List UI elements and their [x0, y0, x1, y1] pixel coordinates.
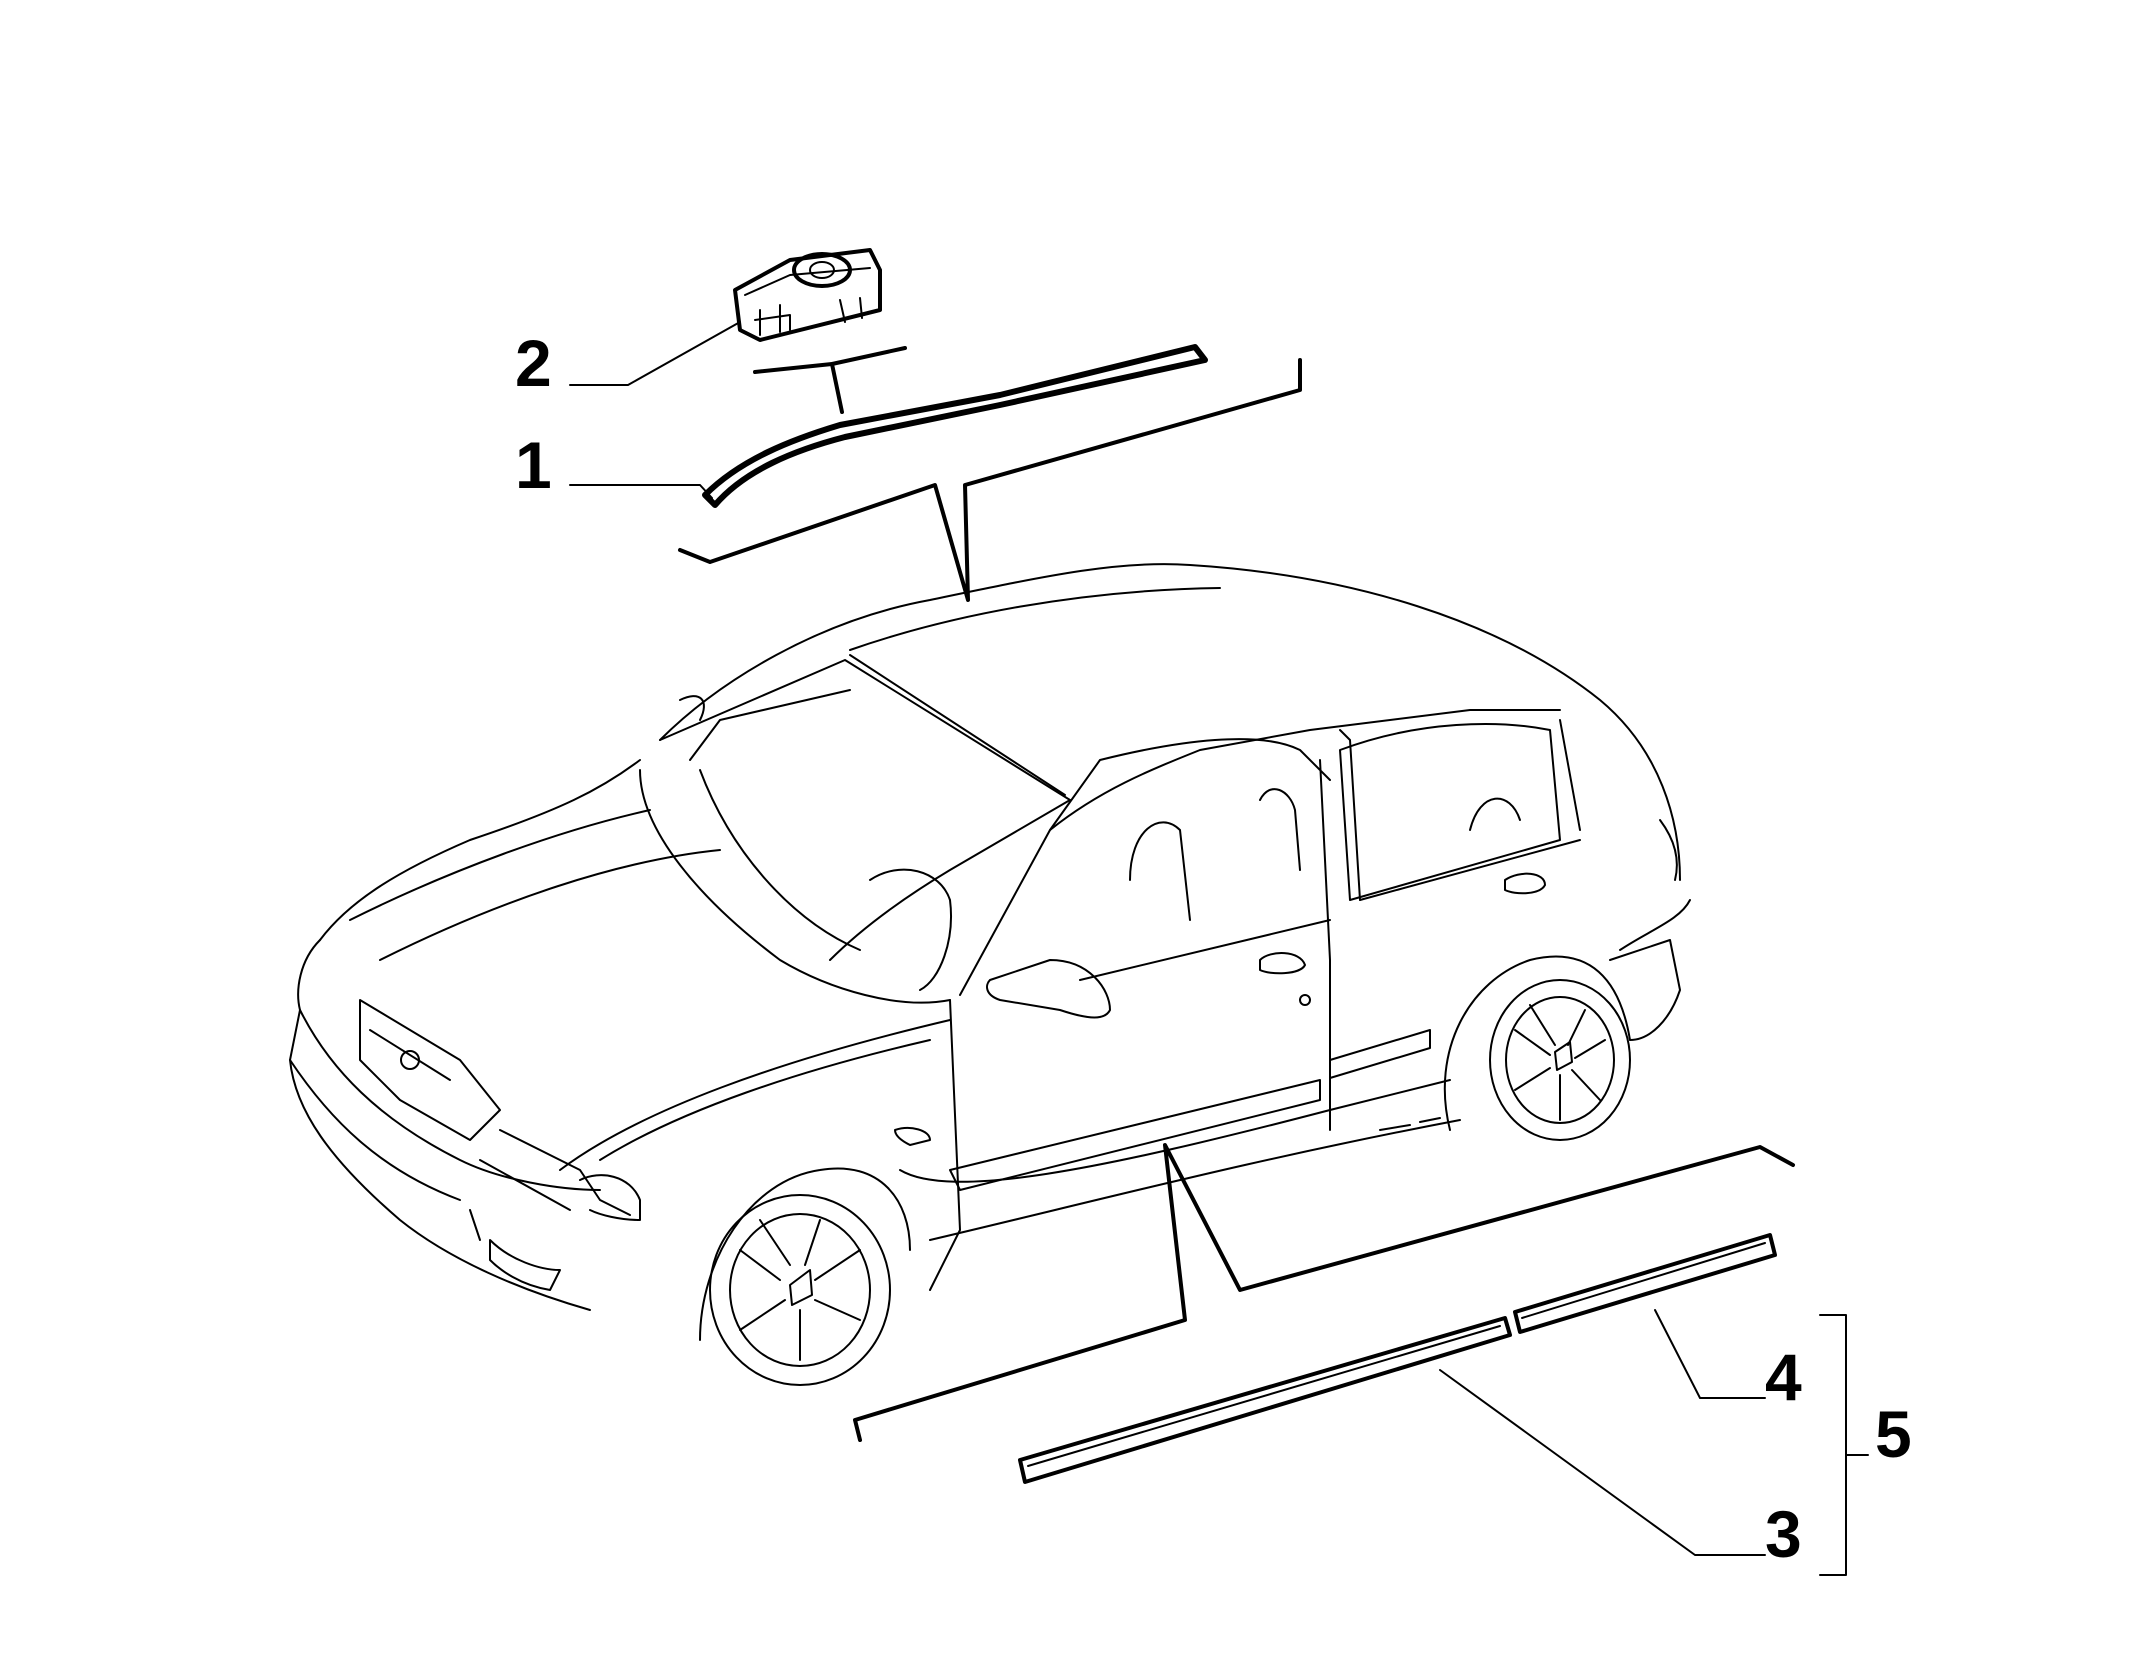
leader-lines [569, 321, 1869, 1576]
rear-sill-molding [1513, 1233, 1777, 1334]
callout-4: 4 [1765, 1340, 1802, 1414]
callout-2: 2 [515, 326, 552, 400]
callout-labels: 1 2 3 4 5 [515, 326, 1912, 1571]
front-sill-molding [1018, 1316, 1512, 1484]
roof-rail-molding [702, 344, 1208, 508]
callout-5: 5 [1875, 1397, 1912, 1471]
car-illustration [289, 563, 1691, 1386]
callout-1: 1 [515, 428, 552, 502]
molding-clip [733, 248, 882, 342]
callout-3: 3 [1765, 1497, 1802, 1571]
